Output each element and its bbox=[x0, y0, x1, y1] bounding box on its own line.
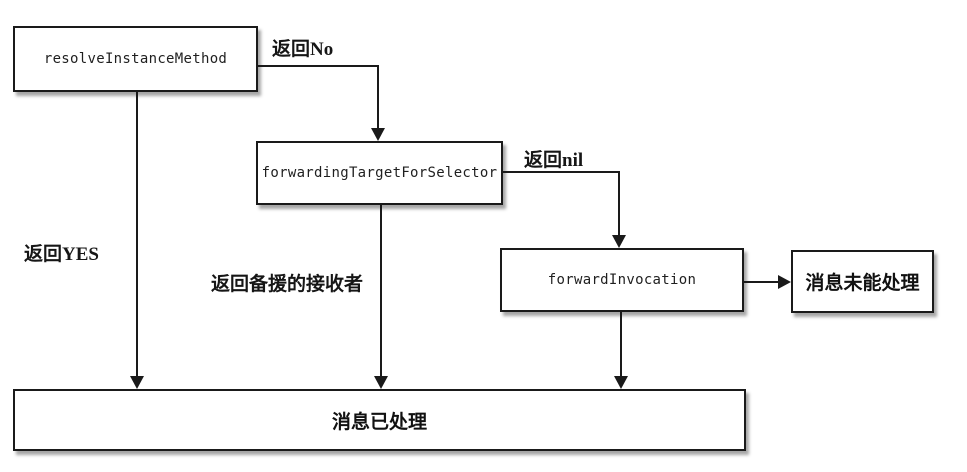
edge-to-message-not-handled-arrowhead-icon bbox=[778, 275, 791, 289]
node-message-handled: 消息已处理 bbox=[13, 389, 746, 451]
edge-return-no-vertical-line bbox=[377, 65, 379, 129]
edge-forward-invocation-down-line bbox=[620, 312, 622, 377]
node-forward-invocation: forwardInvocation bbox=[500, 248, 744, 312]
edge-label-return-backup-receiver: 返回备援的接收者 bbox=[211, 274, 364, 295]
node-message-not-handled: 消息未能处理 bbox=[791, 250, 934, 313]
edge-forward-invocation-arrowhead-icon bbox=[614, 376, 628, 389]
edge-return-nil-vertical-line bbox=[618, 171, 620, 236]
edge-return-yes-arrowhead-icon bbox=[130, 376, 144, 389]
edge-return-nil-arrowhead-icon bbox=[612, 235, 626, 248]
node-message-not-handled-label: 消息未能处理 bbox=[805, 273, 920, 294]
edge-return-yes-vertical-line bbox=[136, 92, 138, 377]
edge-return-no-horizontal-line bbox=[258, 65, 379, 67]
node-resolve-instance-method-label: resolveInstanceMethod bbox=[43, 51, 228, 67]
node-forward-invocation-label: forwardInvocation bbox=[547, 272, 697, 288]
edge-return-backup-receiver-arrowhead-icon bbox=[374, 376, 388, 389]
node-resolve-instance-method: resolveInstanceMethod bbox=[13, 26, 258, 92]
edge-return-backup-receiver-vertical-line bbox=[380, 205, 382, 377]
edge-return-nil-horizontal-line bbox=[503, 171, 620, 173]
node-forwarding-target-for-selector: forwardingTargetForSelector bbox=[256, 141, 503, 205]
node-forwarding-target-for-selector-label: forwardingTargetForSelector bbox=[261, 165, 498, 181]
edge-label-return-no: 返回No bbox=[272, 39, 334, 60]
node-message-handled-label: 消息已处理 bbox=[331, 411, 427, 433]
edge-to-message-not-handled-line bbox=[744, 281, 780, 283]
edge-label-return-nil: 返回nil bbox=[524, 150, 584, 171]
edge-label-return-yes: 返回YES bbox=[24, 244, 99, 265]
edge-return-no-arrowhead-icon bbox=[371, 128, 385, 141]
